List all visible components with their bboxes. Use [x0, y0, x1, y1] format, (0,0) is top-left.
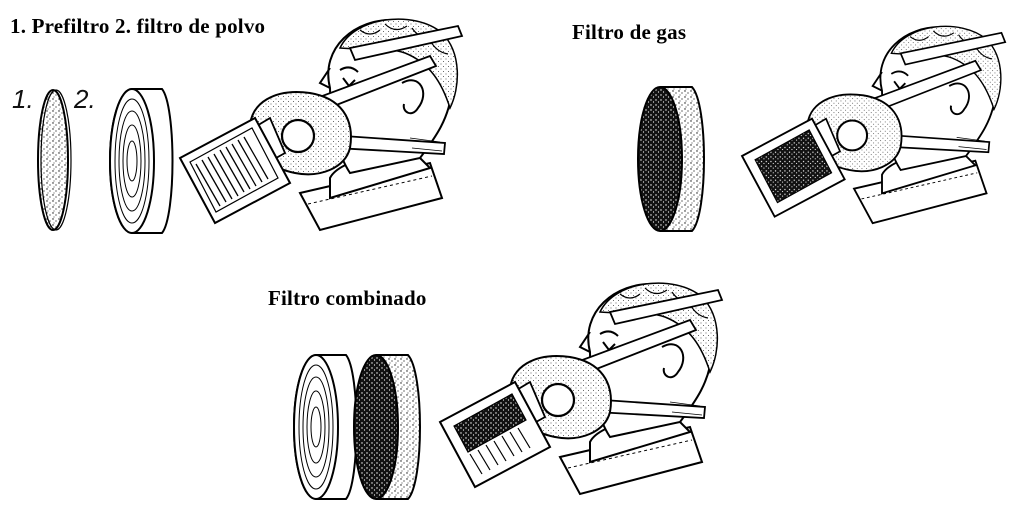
- title-combined-filter: Filtro combinado: [268, 286, 427, 310]
- dust-filter-disc-icon: [293, 354, 358, 500]
- marker-2: 2.: [74, 84, 96, 114]
- title-prefilter-dust-filter: 1. Prefiltro 2. filtro de polvo: [10, 14, 266, 38]
- marker-1: 1.: [12, 84, 34, 114]
- dust-filter-disc-icon: [109, 88, 174, 234]
- respirator-head-icon: [741, 25, 1007, 225]
- respirator-head-icon: [439, 282, 724, 496]
- gas-filter-disc-icon: [637, 86, 705, 232]
- respirator-head-icon: [179, 18, 464, 232]
- title-gas-filter: Filtro de gas: [572, 20, 687, 44]
- gas-filter-disc-icon: [353, 354, 421, 500]
- prefilter-disc-icon: [37, 89, 72, 231]
